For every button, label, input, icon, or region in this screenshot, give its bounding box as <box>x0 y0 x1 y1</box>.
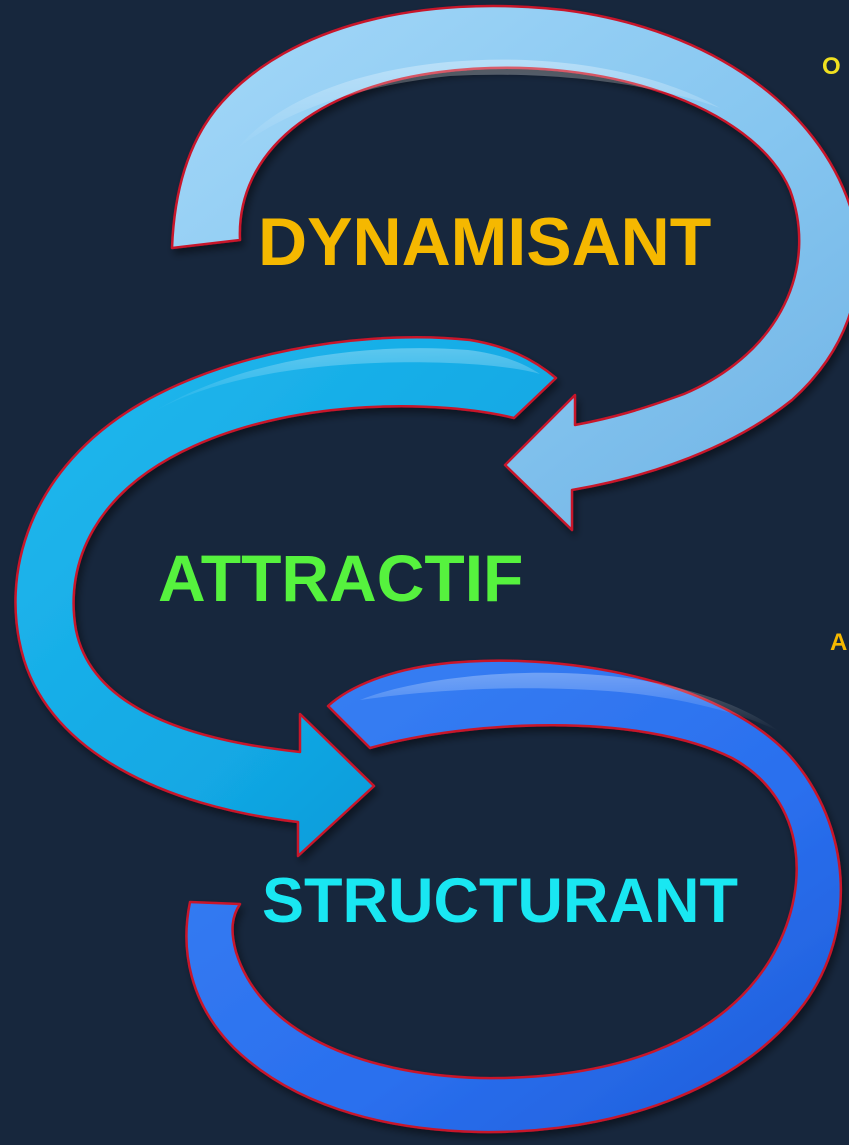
label-attractif: ATTRACTIF <box>158 541 524 615</box>
label-dynamisant: DYNAMISANT <box>258 204 712 280</box>
arrow-middle-shine <box>150 348 540 414</box>
label-structurant: STRUCTURANT <box>262 866 738 936</box>
arrow-bottom-shine <box>360 672 780 732</box>
arrow-bottom <box>185 659 843 1134</box>
arrow-top-shine <box>236 59 720 151</box>
arrow-middle <box>14 336 558 858</box>
edge-text-top: O <box>822 53 841 80</box>
edge-text-middle: A <box>830 629 848 656</box>
